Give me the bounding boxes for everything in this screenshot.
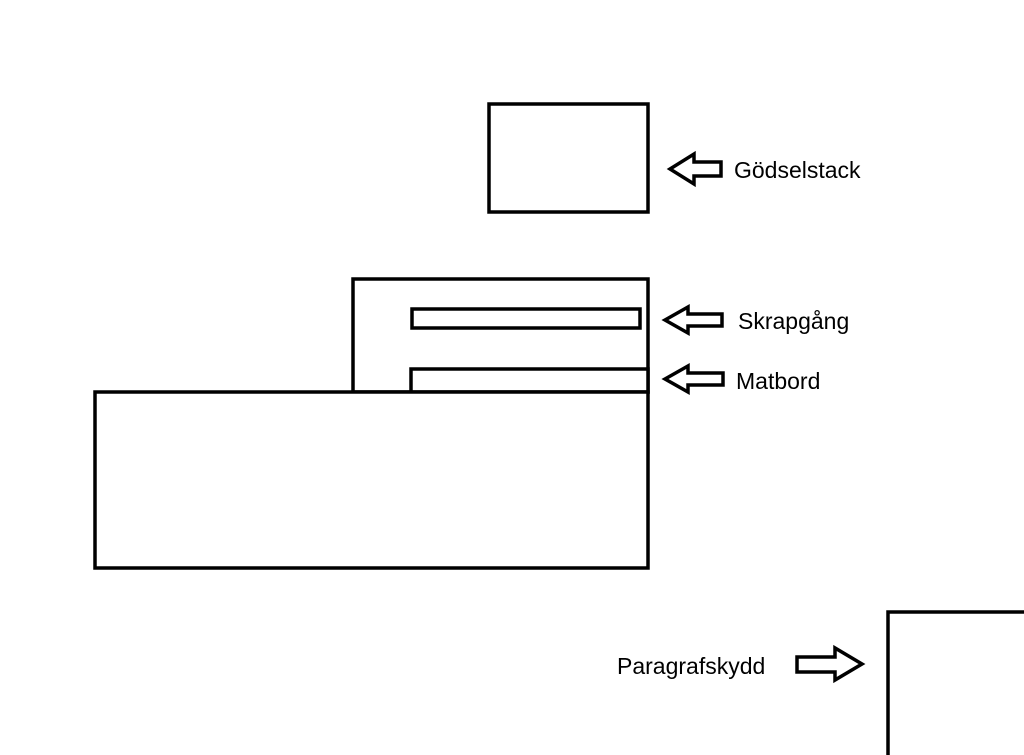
matbord-arrow-icon — [661, 363, 725, 395]
godselstack-label: Gödselstack — [734, 157, 861, 183]
paragrafskydd-arrow-icon — [795, 644, 866, 684]
skrapgang-arrow-icon — [661, 304, 724, 336]
paragrafskydd-box — [886, 610, 1024, 755]
paragrafskydd-label: Paragrafskydd — [617, 653, 765, 679]
skrapgang-strip — [410, 307, 642, 330]
godselstack-box — [487, 102, 650, 214]
matbord-label: Matbord — [736, 368, 820, 394]
skrapgang-label: Skrapgång — [738, 308, 849, 334]
barn-main-body — [93, 390, 650, 570]
matbord-strip — [409, 367, 650, 394]
godselstack-arrow-icon — [666, 150, 723, 188]
